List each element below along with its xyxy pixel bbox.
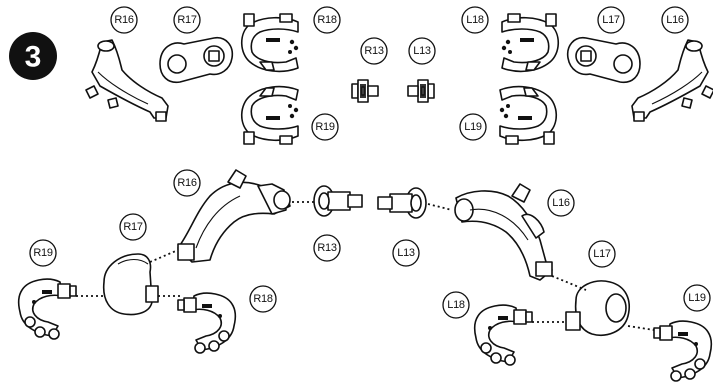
svg-text:L17: L17 xyxy=(593,248,611,260)
svg-text:L16: L16 xyxy=(552,197,570,209)
svg-text:R13: R13 xyxy=(364,45,383,57)
asm-r18 xyxy=(177,292,237,354)
label-l19-top: L19 xyxy=(459,113,487,141)
part-r18 xyxy=(240,13,300,73)
label-l16-asm: L16 xyxy=(547,189,575,217)
svg-text:R16: R16 xyxy=(177,177,196,189)
svg-text:R17: R17 xyxy=(177,14,196,26)
svg-text:L19: L19 xyxy=(688,292,706,304)
svg-text:L17: L17 xyxy=(602,14,620,26)
asm-r17 xyxy=(102,253,159,316)
label-l13-top: L13 xyxy=(408,37,436,65)
step-badge: 3 xyxy=(9,32,57,80)
part-l13 xyxy=(407,79,435,103)
label-l17-top: L17 xyxy=(597,6,625,34)
label-r19-asm: R19 xyxy=(29,239,57,267)
label-l13-asm: L13 xyxy=(392,239,420,267)
part-r19 xyxy=(240,85,300,145)
part-l17 xyxy=(566,36,641,84)
asm-r13 xyxy=(313,185,363,217)
svg-text:R16: R16 xyxy=(114,14,133,26)
label-l19-asm: L19 xyxy=(683,284,711,312)
asm-l16 xyxy=(454,183,553,281)
label-l16-top: L16 xyxy=(661,6,689,34)
label-r17-asm: R17 xyxy=(119,213,147,241)
label-r16-asm: R16 xyxy=(173,169,201,197)
part-l19 xyxy=(498,85,558,145)
label-l18-asm: L18 xyxy=(442,291,470,319)
label-l18-top: L18 xyxy=(461,6,489,34)
label-r13-asm: R13 xyxy=(313,234,341,262)
svg-text:R19: R19 xyxy=(33,247,52,259)
label-r16-top: R16 xyxy=(110,6,138,34)
label-r19-top: R19 xyxy=(311,113,339,141)
label-r18-asm: R18 xyxy=(249,285,277,313)
svg-text:R13: R13 xyxy=(317,242,336,254)
svg-text:R19: R19 xyxy=(315,121,334,133)
asm-r16 xyxy=(177,169,291,263)
svg-text:R18: R18 xyxy=(253,293,272,305)
step-number: 3 xyxy=(25,41,42,74)
label-r17-top: R17 xyxy=(173,6,201,34)
svg-text:L16: L16 xyxy=(666,14,684,26)
asm-l13 xyxy=(377,187,427,219)
asm-r19 xyxy=(17,278,77,340)
svg-text:L13: L13 xyxy=(413,45,431,57)
svg-text:L13: L13 xyxy=(397,247,415,259)
part-r17 xyxy=(159,36,234,84)
svg-text:L18: L18 xyxy=(447,299,465,311)
label-r18-top: R18 xyxy=(313,6,341,34)
svg-text:L19: L19 xyxy=(464,121,482,133)
part-l16 xyxy=(631,39,713,122)
part-r16 xyxy=(85,39,169,122)
asm-l17 xyxy=(565,280,630,336)
asm-l19 xyxy=(653,320,713,382)
svg-text:R18: R18 xyxy=(317,14,336,26)
svg-text:R17: R17 xyxy=(123,221,142,233)
part-l18 xyxy=(500,13,560,73)
asm-l18 xyxy=(473,304,533,366)
part-r13 xyxy=(351,79,379,103)
svg-text:L18: L18 xyxy=(466,14,484,26)
label-r13-top: R13 xyxy=(360,37,388,65)
label-l17-asm: L17 xyxy=(588,240,616,268)
